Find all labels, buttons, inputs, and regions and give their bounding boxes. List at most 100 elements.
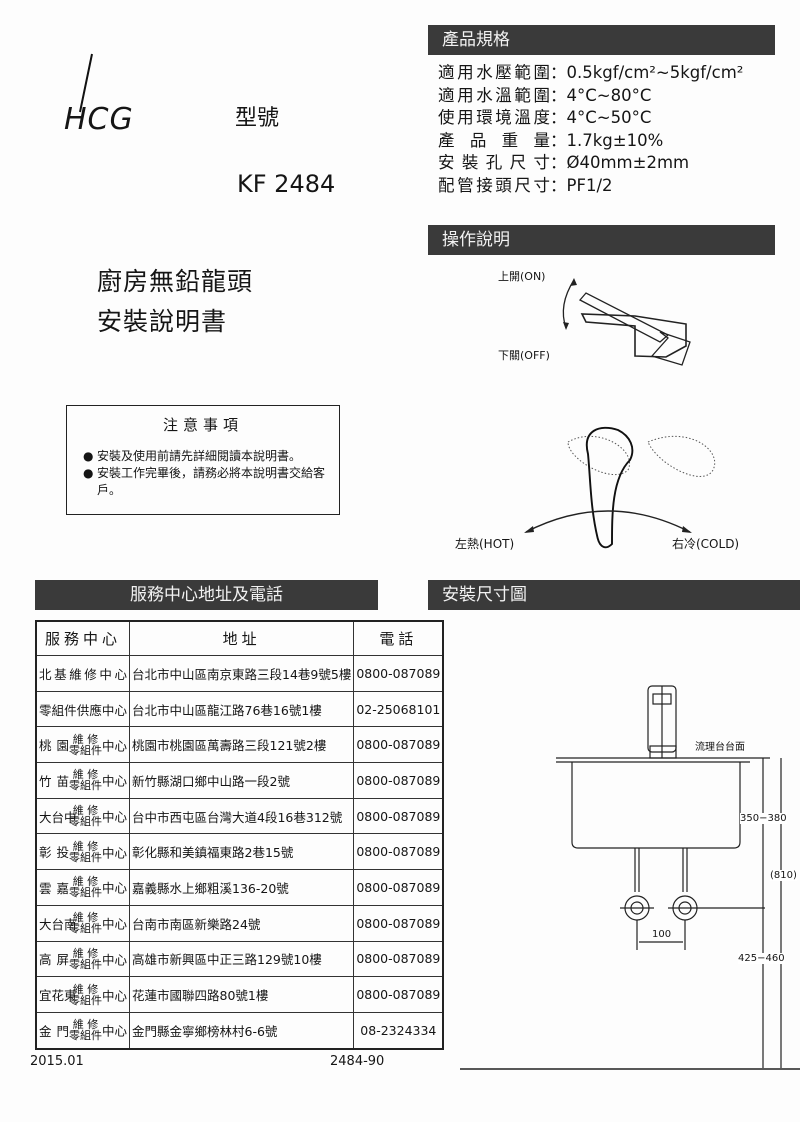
spec-value: ：1.7kg±10% [550, 130, 664, 150]
spec-row: 使用環境溫度：4°C~50°C [438, 107, 651, 130]
installation-drawing [460, 685, 800, 1070]
center-type-bottom: 零組件 [69, 850, 102, 864]
address-cell: 台北市中山區南京東路三段14巷9號5樓 [129, 655, 355, 692]
center-suffix: 中心 [102, 880, 128, 896]
name-cell: 宜花東維 修零組件中心 [35, 976, 131, 1013]
center-region: 雲嘉 [39, 880, 69, 896]
notice-heading: 注意事項 [162, 416, 243, 434]
spec-value: ：0.5kgf/cm²~5kgf/cm² [550, 63, 744, 82]
center-type-top: 維 修 [72, 875, 99, 889]
center-region: 大台南 [39, 916, 77, 932]
center-type-bottom: 零組件 [69, 815, 102, 829]
center-type: 維 修零組件 [69, 876, 102, 898]
center-suffix: 中心 [102, 738, 128, 754]
center-suffix: 中心 [102, 988, 128, 1004]
center-suffix: 中心 [102, 809, 128, 825]
spec-key: 產品重量 [438, 130, 550, 150]
center-region: 大台中 [39, 809, 77, 825]
name-cell: 雲嘉維 修零組件中心 [35, 869, 131, 906]
address-cell: 彰化縣和美鎮福東路2巷15號 [129, 833, 355, 871]
name-cell: 大台中維 修零組件中心 [35, 797, 131, 835]
address-cell: 台中市西屯區台灣大道4段16巷312號 [129, 797, 355, 835]
phone-cell: 08-2324334 [353, 1011, 444, 1050]
footer-date: 2015.01 [30, 1054, 84, 1069]
address-cell: 台南市南區新樂路24號 [129, 904, 355, 942]
center-type-top: 維 修 [72, 946, 99, 960]
center-type-bottom: 零組件 [69, 779, 102, 793]
phone-cell: 0800-087089 [353, 869, 444, 906]
center-region: 竹苗 [39, 773, 69, 789]
phone-cell: 0800-087089 [353, 976, 444, 1013]
dim-spacing: 100 [652, 929, 672, 940]
model-label: 型號 [235, 106, 280, 131]
hcg-logo: HCG [62, 50, 152, 140]
center-type: 維 修零組件 [69, 912, 102, 934]
address-cell: 花蓮市國聯四路80號1樓 [129, 976, 355, 1013]
column-header: 電話 [353, 620, 444, 656]
dim-total: (810) [770, 870, 797, 881]
phone-cell: 0800-087089 [353, 726, 444, 764]
notice-box: 注意事項 ●安裝及使用前請先詳細閱讀本說明書。 ●安裝工作完畢後，請務必將本說明… [66, 405, 340, 515]
address-cell: 台北市中山區龍江路76巷16號1樓 [129, 690, 355, 728]
center-type-top: 維 修 [72, 732, 99, 746]
spec-row: 適用水溫範圍：4°C~80°C [438, 85, 651, 108]
center-suffix: 中心 [102, 1023, 128, 1039]
center-type: 維 修零組件 [69, 805, 102, 827]
address-cell: 高雄市新興區中正三路129號10樓 [129, 940, 355, 978]
center-type-bottom: 零組件 [69, 886, 102, 900]
center-type-bottom: 零組件 [69, 1029, 102, 1043]
name-cell: 竹苗維 修零組件中心 [35, 762, 131, 799]
center-type-top: 維 修 [72, 982, 99, 996]
spec-value: ：4°C~80°C [550, 85, 652, 105]
center-type-top: 維 修 [72, 804, 99, 818]
name-cell: 金門維 修零組件中心 [35, 1011, 131, 1050]
spec-row: 適用水壓範圍：0.5kgf/cm²~5kgf/cm² [438, 62, 743, 85]
label-off: 下關(OFF) [498, 349, 550, 362]
address-cell: 桃園市桃園區萬壽路三段121號2樓 [129, 726, 355, 764]
label-on: 上開(ON) [498, 270, 546, 283]
label-hot: 左熱(HOT) [455, 537, 515, 551]
center-region: 高屏 [39, 952, 69, 968]
column-header: 服務中心 [35, 620, 131, 656]
spec-row: 產品重量：1.7kg±10% [438, 130, 663, 153]
name-cell: 零組件供應中心 [35, 690, 131, 728]
counter-label: 流理台台面 [695, 742, 745, 753]
phone-cell: 0800-087089 [353, 833, 444, 871]
phone-cell: 0800-087089 [353, 655, 444, 692]
spec-row: 安裝孔尺寸：Ø40mm±2mm [438, 152, 689, 175]
center-type-top: 維 修 [72, 911, 99, 925]
address-cell: 新竹縣湖口鄉中山路一段2號 [129, 762, 355, 799]
dim-lower: 425−460 [738, 953, 785, 964]
phone-cell: 02-25068101 [353, 690, 444, 728]
spec-key: 配管接頭尺寸 [438, 175, 550, 195]
center-name: 零組件供應中心 [39, 702, 128, 718]
notice-item: ●安裝及使用前請先詳細閱讀本說明書。 ●安裝工作完畢後，請務必將本說明書交給客戶… [83, 449, 326, 497]
center-type: 維 修零組件 [69, 1019, 102, 1041]
center-type: 維 修零組件 [69, 769, 102, 791]
center-type: 維 修零組件 [69, 948, 102, 970]
spec-key: 適用水壓範圍 [438, 63, 550, 82]
center-suffix: 中心 [102, 845, 128, 861]
service-heading: 服務中心地址及電話 [35, 580, 378, 610]
center-type-bottom: 零組件 [69, 743, 102, 757]
dim-upper: 350−380 [740, 813, 787, 824]
spec-value: ：Ø40mm±2mm [550, 153, 690, 172]
phone-cell: 0800-087089 [353, 762, 444, 799]
spec-value: ：4°C~50°C [550, 108, 652, 127]
name-cell: 彰投維 修零組件中心 [35, 833, 131, 871]
center-region: 彰投 [39, 845, 69, 861]
spec-key: 安裝孔尺寸 [438, 153, 550, 172]
center-suffix: 中心 [102, 773, 128, 789]
doc-title-line2: 安裝說明書 [97, 307, 228, 336]
center-region: 金門 [39, 1023, 69, 1039]
center-type-top: 維 修 [72, 768, 99, 782]
address-cell: 嘉義縣水上鄉粗溪136-20號 [129, 869, 355, 906]
